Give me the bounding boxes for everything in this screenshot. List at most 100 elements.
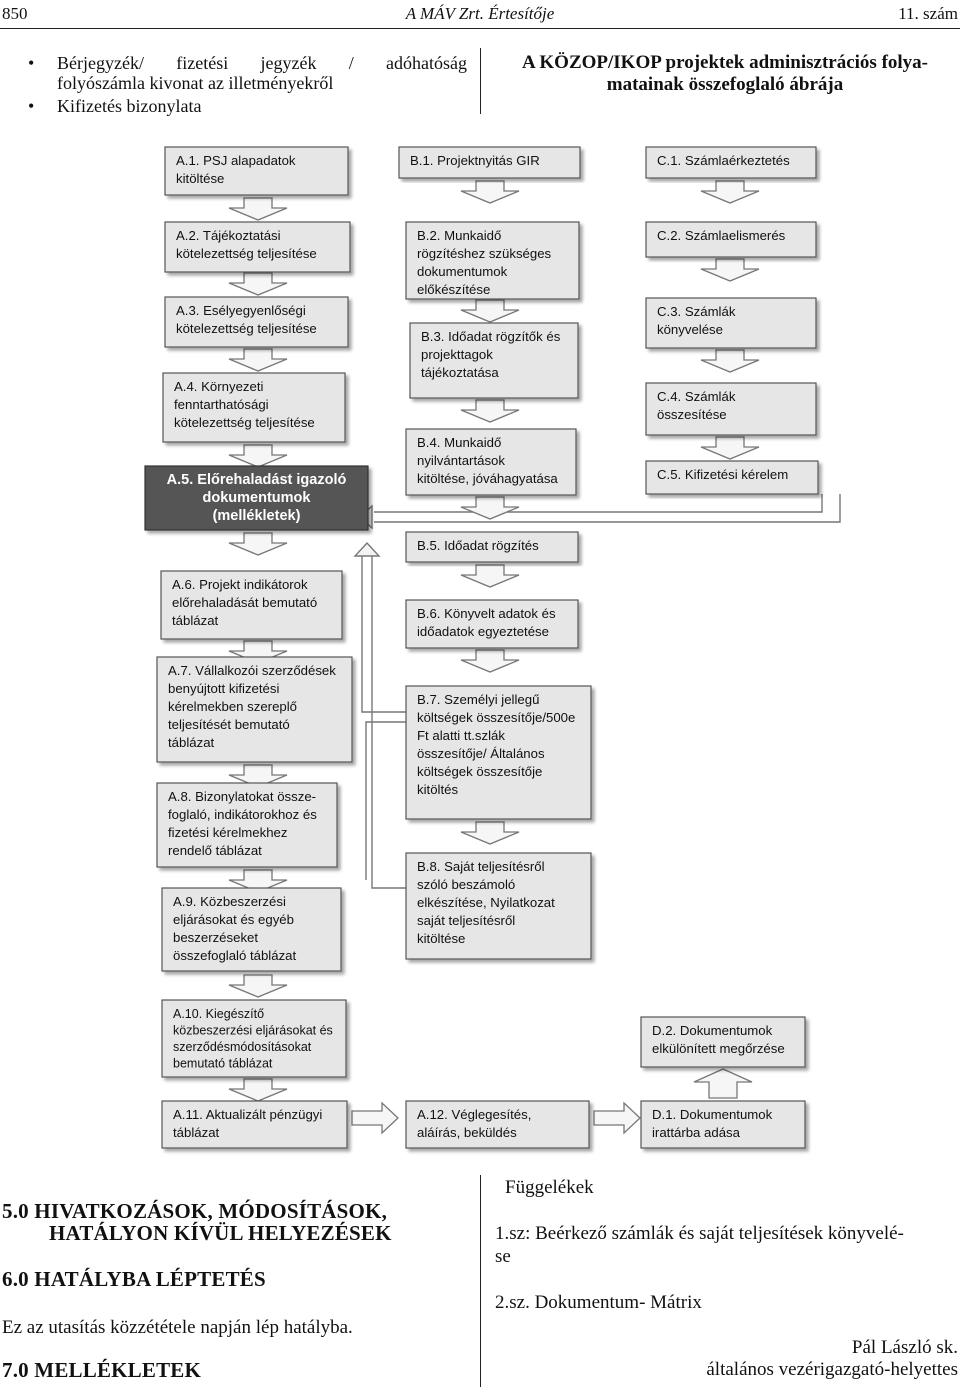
step-text-c4: C.4. Számlák xyxy=(657,389,736,404)
section-5-heading: 5.0 HIVATKOZÁSOK, MÓDOSÍTÁSOK, xyxy=(2,1199,388,1223)
appendix-item-1: 1.sz: Beérkező számlák és saját teljesít… xyxy=(495,1223,904,1244)
step-box-c1: C.1. Számlaérkeztetés xyxy=(645,146,817,179)
step-text-b7: Ft alatti tt.szlák xyxy=(417,728,505,743)
flow-arrow-down xyxy=(460,399,520,423)
step-text-b6: B.6. Könyvelt adatok és xyxy=(417,606,556,621)
bullet-dot: • xyxy=(28,96,35,116)
step-box-a12: A.12. Véglegesítés,aláírás, beküldés xyxy=(405,1100,590,1149)
step-text-a10: közbeszerzési eljárásokat és xyxy=(173,1024,333,1038)
step-box-a3: A.3. Esélyegyenlőségi kötelezettség telje… xyxy=(164,296,349,348)
step-box-a4: A.4. Környezetifenntarthatóságikötelezet… xyxy=(162,372,346,443)
issue-number: 11. szám xyxy=(898,4,958,23)
step-text-a2: kötelezettség teljesítése xyxy=(176,246,317,261)
step-text-c1: C.1. Számlaérkeztetés xyxy=(657,153,790,168)
appendix-item-2: 2.sz. Dokumentum- Mátrix xyxy=(495,1292,702,1313)
step-box-b5: B.5. Időadat rögzítés xyxy=(405,531,579,563)
step-text-c2: C.2. Számlaelismerés xyxy=(657,228,786,243)
step-text-a8: foglaló, indikátorokhoz és xyxy=(168,807,317,822)
step-text-a8: A.8. Bizonylatokat össze- xyxy=(168,789,316,804)
step-box-a1: A.1. PSJ alapadatok kitöltése xyxy=(164,146,349,196)
step-text-c4: összesítése xyxy=(657,407,727,422)
flow-arrow-down xyxy=(228,272,288,296)
step-text-a3: A.3. Esélyegyenlőségi xyxy=(176,303,306,318)
header-rule xyxy=(0,28,960,29)
step-text-c5: C.5. Kifizetési kérelem xyxy=(657,467,788,482)
step-text-a6: A.6. Projekt indikátorok xyxy=(172,577,308,592)
step-text-a9: eljárásokat és egyéb xyxy=(173,912,294,927)
step-box-c5: C.5. Kifizetési kérelem xyxy=(645,460,819,495)
step-text-c3: könyvelése xyxy=(657,322,723,337)
flow-arrow-down xyxy=(460,649,520,673)
step-text-a4: fenntarthatósági xyxy=(174,397,269,412)
step-text-b7: költségek összesítője xyxy=(417,764,542,779)
step-text-b3: projekttagok xyxy=(421,347,493,362)
step-text-b7: költségek összesítője/500e xyxy=(417,710,575,725)
flow-arrow-down xyxy=(228,348,288,372)
step-text-b2: dokumentumok xyxy=(417,264,508,279)
step-text-a5: dokumentumok xyxy=(203,490,312,506)
step-text-b8: kitöltése xyxy=(417,931,465,946)
step-text-b8: saját teljesítésről xyxy=(417,913,515,928)
page-number: 850 xyxy=(2,4,28,23)
step-text-a11: táblázat xyxy=(173,1125,220,1140)
step-text-d1: irattárba adása xyxy=(652,1125,741,1140)
step-text-d1: D.1. Dokumentumok xyxy=(652,1107,773,1122)
appendix-item-1-cont: se xyxy=(495,1246,511,1267)
bullet-dot: • xyxy=(28,53,35,73)
section-7-heading: 7.0 MELLÉKLETEK xyxy=(2,1358,202,1382)
step-text-b3: tájékoztatása xyxy=(421,365,499,380)
step-text-b6: időadatok egyeztetése xyxy=(417,624,549,639)
diagram-title-line2: matainak összefoglaló ábrája xyxy=(606,74,844,95)
step-text-b8: szóló beszámoló xyxy=(417,877,515,892)
step-box-d2: D.2. Dokumentumok elkülönített megőrzése xyxy=(640,1016,806,1068)
step-box-d1: D.1. Dokumentumok irattárba adása xyxy=(640,1100,806,1149)
step-text-a5: A.5. Előrehaladást igazoló xyxy=(167,472,347,488)
flow-arrow-down xyxy=(228,1078,288,1102)
step-text-a8: rendelő táblázat xyxy=(168,843,262,858)
step-text-a12: A.12. Véglegesítés, xyxy=(417,1107,531,1122)
step-text-a5: (mellékletek) xyxy=(213,508,301,524)
flow-arrow-down xyxy=(228,869,288,893)
step-text-b5: B.5. Időadat rögzítés xyxy=(417,538,539,553)
step-text-a1: kitöltése xyxy=(176,171,224,186)
flow-arrow-down xyxy=(228,532,288,556)
step-text-a1: A.1. PSJ alapadatok xyxy=(176,153,296,168)
step-text-a10: bemutató táblázat xyxy=(173,1057,273,1071)
step-text-b1: B.1. Projektnyitás GIR xyxy=(410,153,540,168)
step-text-a7: teljesítését bemutató xyxy=(168,717,290,732)
step-text-b2: B.2. Munkaidő xyxy=(417,228,501,243)
step-text-a3: kötelezettség teljesítése xyxy=(176,321,317,336)
section-5-heading-cont: HATÁLYON KÍVÜL HELYEZÉSEK xyxy=(49,1221,392,1245)
step-box-b6: B.6. Könyvelt adatok és időadatok egyezte… xyxy=(405,599,579,649)
step-text-d2: D.2. Dokumentumok xyxy=(652,1023,773,1038)
step-text-b4: nyilvántartások xyxy=(417,453,505,468)
diagram-title-line1: A KÖZOP/IKOP projektek adminisztrációs f… xyxy=(521,52,929,73)
step-text-a4: A.4. Környezeti xyxy=(174,379,263,394)
flow-arrow-up xyxy=(693,1068,753,1099)
signature-name: Pál László sk. xyxy=(851,1337,958,1358)
flow-arrow-down xyxy=(228,197,288,221)
step-text-d2: elkülönített megőrzése xyxy=(652,1041,785,1056)
flow-arrow-down xyxy=(700,436,760,460)
section-6-text: Ez az utasítás közzététele napján lép ha… xyxy=(2,1317,353,1338)
flow-arrow-down xyxy=(700,258,760,282)
step-text-b8: B.8. Saját teljesítésről xyxy=(417,859,545,874)
step-text-b4: kitöltése, jóváhagyatása xyxy=(417,471,558,486)
flow-arrow-down xyxy=(700,180,760,204)
flow-arrow-down xyxy=(228,764,288,788)
step-box-b3: B.3. Időadat rögzítők ésprojekttagoktájé… xyxy=(409,322,579,399)
flow-arrow-down xyxy=(700,349,760,373)
step-text-a2: A.2. Tájékoztatási xyxy=(176,228,281,243)
flow-arrow-down xyxy=(228,974,288,998)
step-box-c4: C.4. Számlák összesítése xyxy=(645,382,817,436)
step-box-a2: A.2. Tájékoztatási kötelezettség teljesít… xyxy=(164,221,351,273)
step-text-a9: A.9. Közbeszerzési xyxy=(173,894,286,909)
step-text-b2: előkészítése xyxy=(417,282,490,297)
